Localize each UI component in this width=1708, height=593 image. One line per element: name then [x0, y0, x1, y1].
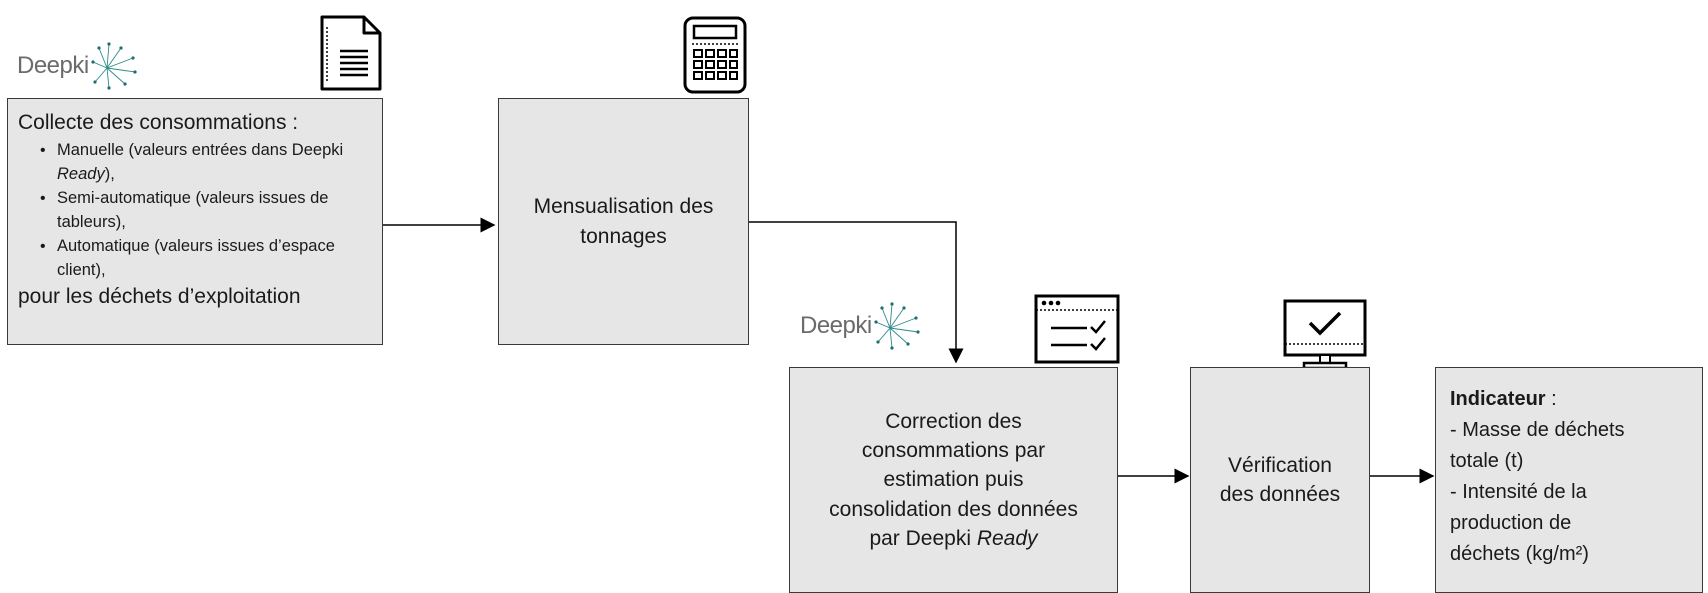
indicateur-line: totale (t) — [1450, 450, 1524, 472]
step-mensualisation-line2: tonnages — [580, 224, 667, 248]
checklist-window-icon — [1033, 293, 1121, 365]
step-verification-line2: des données — [1219, 483, 1341, 506]
step-collecte-box: Collecte des consommations : Manuelle (v… — [7, 98, 383, 345]
step-verification-line1: Vérification — [1228, 453, 1332, 477]
arrow-mensualisation-to-correction — [749, 221, 964, 364]
indicateur-line: déchets (kg/m²) — [1450, 543, 1589, 565]
deepki-star-icon — [91, 42, 137, 90]
step-correction-line2: consommations par — [861, 438, 1046, 462]
step-verification-box: Vérification des données — [1190, 367, 1370, 593]
list-item: Automatique (valeurs issues d’espace cli… — [40, 235, 372, 283]
list-item: Manuelle (valeurs entrées dans Deepki Re… — [40, 139, 372, 187]
step-mensualisation-box: Mensualisation des tonnages — [498, 98, 749, 345]
step-correction-line4: consolidation des données — [829, 497, 1078, 521]
step-collecte-footer: pour les déchets d’exploitation — [18, 284, 301, 308]
document-icon — [318, 13, 384, 93]
indicateur-line: production de — [1450, 512, 1572, 534]
indicateur-line: - Masse de déchets — [1450, 419, 1625, 441]
step-correction-box: Correction des consommations par estimat… — [789, 367, 1118, 593]
step-collecte-title: Collecte des consommations : — [18, 111, 299, 134]
deepki-logo: Deepki — [17, 40, 139, 92]
list-item: Semi-automatique (valeurs issues de tabl… — [40, 187, 372, 235]
monitor-check-icon — [1282, 298, 1368, 370]
step-correction-line1: Correction des — [885, 409, 1022, 433]
deepki-logo: Deepki — [800, 300, 922, 352]
deepki-star-icon — [874, 302, 920, 350]
step-correction-line5: par Deepki Ready — [869, 527, 1038, 551]
deepki-logo-text: Deepki — [17, 52, 89, 79]
step-correction-line3: estimation puis — [883, 468, 1024, 492]
indicateur-line: - Intensité de la — [1450, 481, 1587, 503]
deepki-logo-text: Deepki — [800, 312, 872, 339]
calculator-icon — [682, 15, 748, 95]
step-mensualisation-line1: Mensualisation des — [533, 195, 714, 219]
step-collecte-list: Manuelle (valeurs entrées dans Deepki Re… — [18, 139, 372, 283]
indicateur-heading: Indicateur : — [1450, 388, 1557, 410]
step-indicateur-box: Indicateur : - Masse de déchets totale (… — [1435, 367, 1703, 593]
